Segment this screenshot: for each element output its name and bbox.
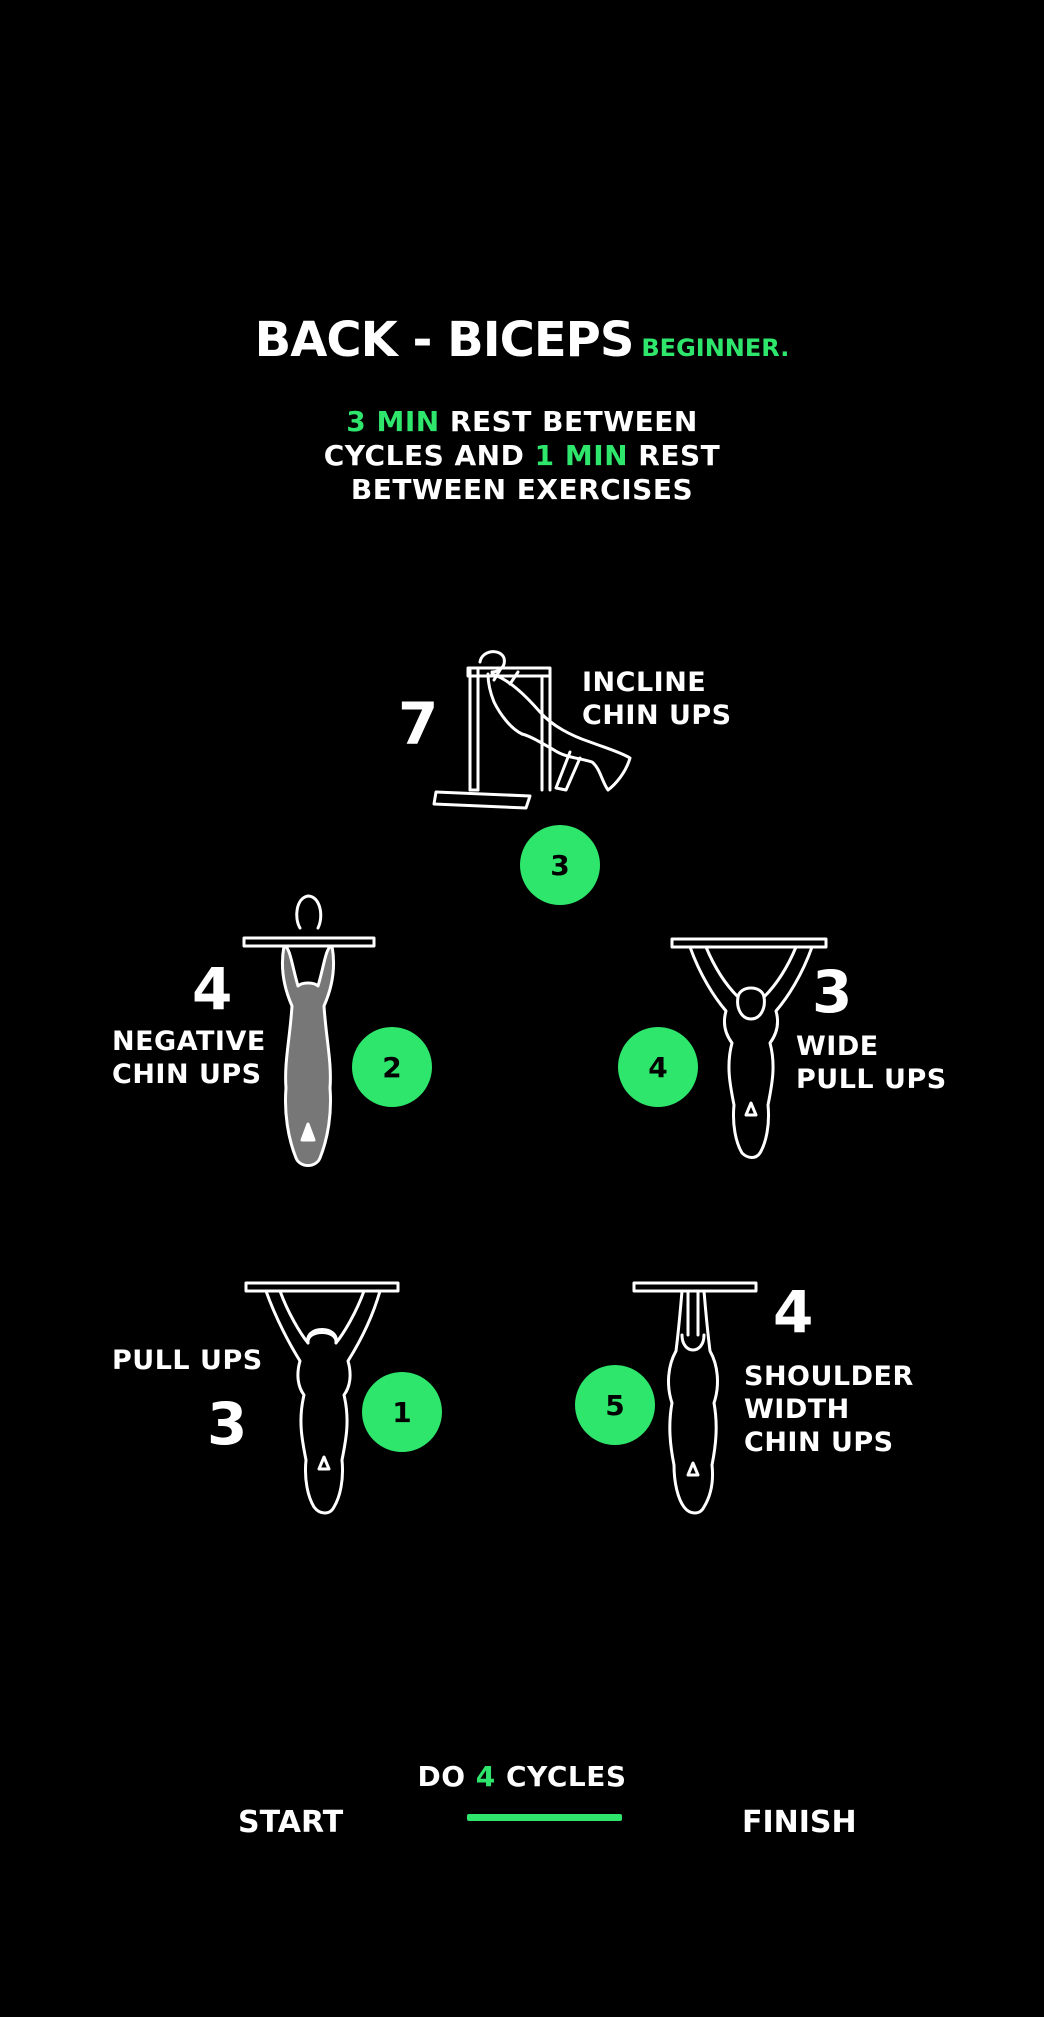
exercise-2-name-line: NEGATIVE: [112, 1026, 266, 1057]
exercise-4-name: WIDE PULL UPS: [796, 1030, 947, 1096]
exercise-5-name: SHOULDER WIDTH CHIN UPS: [744, 1360, 914, 1459]
workout-level: BEGINNER.: [641, 334, 790, 362]
incline-chin-up-figure-icon: [432, 650, 632, 810]
exercise-5-order-badge: 5: [575, 1365, 655, 1445]
cycle-progress-bar: [467, 1814, 622, 1821]
rest-line-1: 3 MIN REST BETWEEN: [0, 405, 1044, 439]
cycles-prefix: DO: [417, 1760, 476, 1793]
wide-pull-up-figure-icon: [670, 937, 828, 1159]
exercise-2-reps: 4: [192, 955, 233, 1023]
cycles-suffix: CYCLES: [495, 1760, 627, 1793]
cycle-rest-value: 3 MIN: [346, 405, 440, 438]
exercise-3-reps: 7: [398, 690, 439, 758]
exercise-5-reps: 4: [773, 1278, 814, 1346]
exercise-5-name-line: SHOULDER: [744, 1361, 914, 1392]
cycle-rest-text: REST BETWEEN: [439, 405, 698, 438]
finish-label: FINISH: [742, 1805, 857, 1840]
exercise-1-name: PULL UPS: [112, 1344, 263, 1377]
exercise-5-name-line: CHIN UPS: [744, 1427, 894, 1458]
workout-title: BACK - BICEPS: [254, 312, 635, 368]
start-label: START: [238, 1805, 344, 1840]
rest-line-2: CYCLES AND 1 MIN REST: [0, 439, 1044, 473]
exercise-3-order-badge: 3: [520, 825, 600, 905]
rest-line-2-suffix: REST: [628, 439, 721, 472]
pull-up-figure-icon: [244, 1281, 400, 1515]
rest-line-2-prefix: CYCLES AND: [323, 439, 535, 472]
rest-info: 3 MIN REST BETWEEN CYCLES AND 1 MIN REST…: [0, 405, 1044, 507]
rest-line-3: BETWEEN EXERCISES: [350, 473, 694, 506]
exercise-2-name: NEGATIVE CHIN UPS: [112, 1025, 266, 1091]
exercise-4-reps: 3: [812, 958, 853, 1026]
negative-chin-up-figure-icon: [242, 894, 376, 1167]
cycles-count: 4: [475, 1760, 496, 1793]
exercise-1-name-line: PULL UPS: [112, 1345, 263, 1376]
exercise-3-name-line: INCLINE: [582, 667, 707, 698]
exercise-4-name-line: WIDE: [796, 1031, 879, 1062]
exercise-2-order-badge: 2: [352, 1027, 432, 1107]
exercise-3-name-line: CHIN UPS: [582, 700, 732, 731]
exercise-4-order-badge: 4: [618, 1027, 698, 1107]
exercise-4-name-line: PULL UPS: [796, 1064, 947, 1095]
cycles-label: DO 4 CYCLES: [0, 1760, 1044, 1793]
exercise-1-reps: 3: [207, 1390, 248, 1458]
exercise-2-name-line: CHIN UPS: [112, 1059, 262, 1090]
exercise-3-name: INCLINE CHIN UPS: [582, 666, 732, 732]
exercise-1-order-badge: 1: [362, 1372, 442, 1452]
shoulder-width-chin-up-figure-icon: [632, 1281, 758, 1515]
exercise-rest-value: 1 MIN: [534, 439, 629, 472]
exercise-5-name-line: WIDTH: [744, 1394, 850, 1425]
